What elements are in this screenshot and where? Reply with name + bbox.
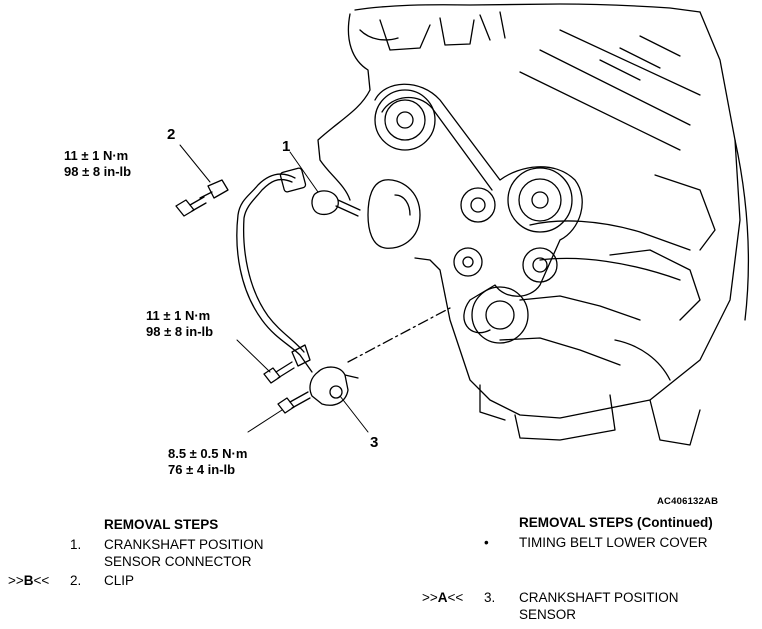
engine-illustration [175, 3, 750, 446]
callout-2: 2 [167, 126, 176, 143]
step-3-marker: >>A<< [422, 590, 464, 605]
torque-clip-bolt-nm: 11 ± 1 N·m [64, 148, 129, 163]
step-2-text: CLIP [104, 573, 135, 588]
callout-3: 3 [370, 434, 379, 451]
step-2-number: 2. [70, 573, 82, 588]
bolt-icons [175, 196, 311, 414]
step-3-number: 3. [484, 590, 496, 605]
step-2-marker: >>B<< [8, 573, 50, 588]
sensor-harness [199, 167, 361, 373]
torque-clip-bolt-inlb: 98 ± 8 in-lb [64, 164, 132, 179]
engine-block [317, 3, 750, 446]
cont-step-bullet-text: TIMING BELT LOWER COVER [519, 535, 708, 550]
step-1-text-line2: SENSOR CONNECTOR [104, 554, 252, 569]
timing-belt-assembly [367, 83, 583, 344]
removal-steps-continued-title: REMOVAL STEPS (Continued) [519, 515, 713, 530]
callout-1: 1 [282, 138, 291, 155]
leader-lines [179, 144, 369, 433]
torque-bracket-bolt-nm: 11 ± 1 N·m [146, 308, 211, 323]
step-1-text-line1: CRANKSHAFT POSITION [104, 537, 264, 552]
torque-sensor-bolt-nm: 8.5 ± 0.5 N·m [168, 446, 248, 461]
torque-bracket-bolt-inlb: 98 ± 8 in-lb [146, 324, 214, 339]
crankshaft-sensor [309, 366, 359, 406]
torque-sensor-bolt-inlb: 76 ± 4 in-lb [168, 462, 236, 477]
bullet-icon: • [484, 535, 489, 550]
removal-steps-title: REMOVAL STEPS [104, 517, 219, 532]
step-1-number: 1. [70, 537, 82, 552]
step-3-text-line1: CRANKSHAFT POSITION [519, 590, 679, 605]
alignment-line [347, 307, 451, 363]
step-3-text-line2: SENSOR [519, 607, 577, 622]
figure-code: AC406132AB [657, 496, 719, 507]
